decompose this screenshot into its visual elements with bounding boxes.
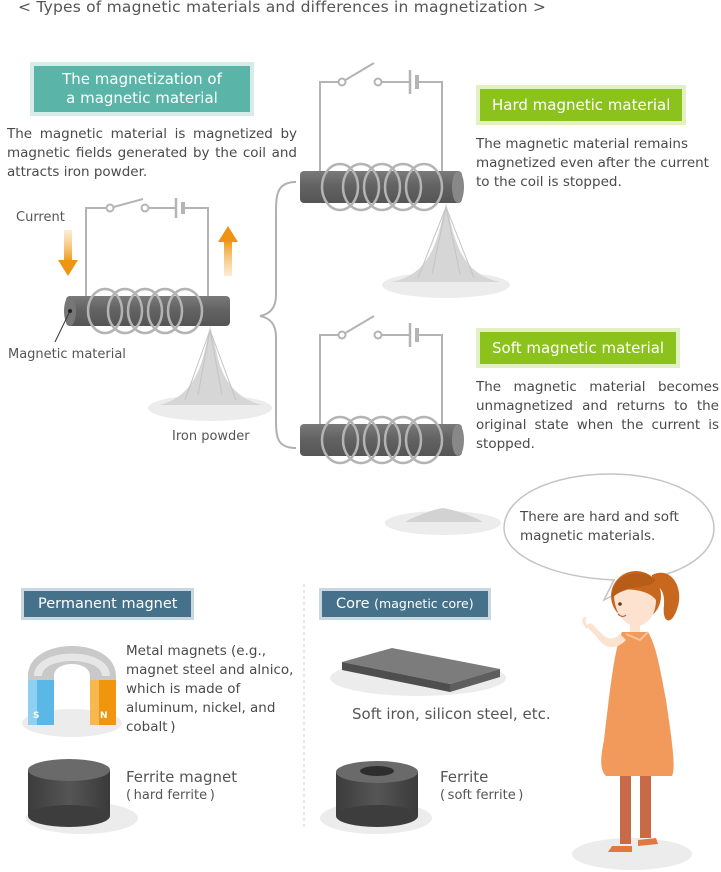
iron-powder-label: Iron powder xyxy=(172,429,250,444)
soft-description: The magnetic material becomes unmagnetiz… xyxy=(476,379,719,452)
iron-powder-spikes xyxy=(160,326,262,405)
current-down-arrow xyxy=(58,230,78,276)
page-title: < Types of magnetic materials and differ… xyxy=(18,0,547,16)
ferrite-magnet-sub: ( hard ferrite ) xyxy=(126,788,215,803)
ferrite-magnet-cylinder xyxy=(28,759,110,827)
soft-magnetic-material-label: Soft magnetic material xyxy=(480,332,677,364)
magnetization-label: The magnetization of a magnetic material xyxy=(34,66,250,112)
core-label-main: Core xyxy=(336,596,370,612)
hard-coil xyxy=(320,162,444,212)
girl-character xyxy=(572,571,692,870)
hard-description: The magnetic material remains magnetized… xyxy=(476,136,709,190)
left-circuit xyxy=(85,198,209,300)
current-label: Current xyxy=(16,210,65,225)
magnetization-description: The magnetic material is magnetized by m… xyxy=(7,126,297,180)
soft-iron-description: Soft iron, silicon steel, etc. xyxy=(352,705,551,723)
magnetization-label-line2: a magnetic material xyxy=(66,89,218,107)
ferrite-core-ring xyxy=(336,761,418,827)
ferrite-magnet-name: Ferrite magnet xyxy=(126,768,238,786)
hard-circuit xyxy=(319,62,443,175)
current-up-arrow xyxy=(218,226,238,276)
brace xyxy=(259,181,297,449)
magnetization-label-line1: The magnetization of xyxy=(62,70,222,88)
magnet-pole-s: S xyxy=(33,711,40,721)
magnetic-material-label: Magnetic material xyxy=(8,347,126,362)
soft-circuit xyxy=(319,315,443,428)
horseshoe-magnet xyxy=(28,646,116,725)
hard-magnetic-material-label: Hard magnetic material xyxy=(480,89,683,121)
left-coil xyxy=(86,287,204,335)
ferrite-core-name: Ferrite xyxy=(440,768,489,786)
speech-bubble-text: There are hard and soft magnetic materia… xyxy=(520,509,679,544)
soft-iron-plate xyxy=(342,648,500,692)
core-label: Core (magnetic core) xyxy=(322,591,488,617)
metal-magnets-description: Metal magnets (e.g., magnet steel and al… xyxy=(126,643,294,735)
soft-bar xyxy=(300,424,462,456)
soft-coil xyxy=(320,415,444,465)
ferrite-core-sub: ( soft ferrite ) xyxy=(440,788,524,803)
core-label-sub: (magnetic core) xyxy=(374,596,474,611)
permanent-magnet-label: Permanent magnet xyxy=(24,591,192,617)
hard-bar xyxy=(300,171,462,203)
speech-bubble xyxy=(503,473,715,602)
magnet-pole-n: N xyxy=(100,711,108,721)
